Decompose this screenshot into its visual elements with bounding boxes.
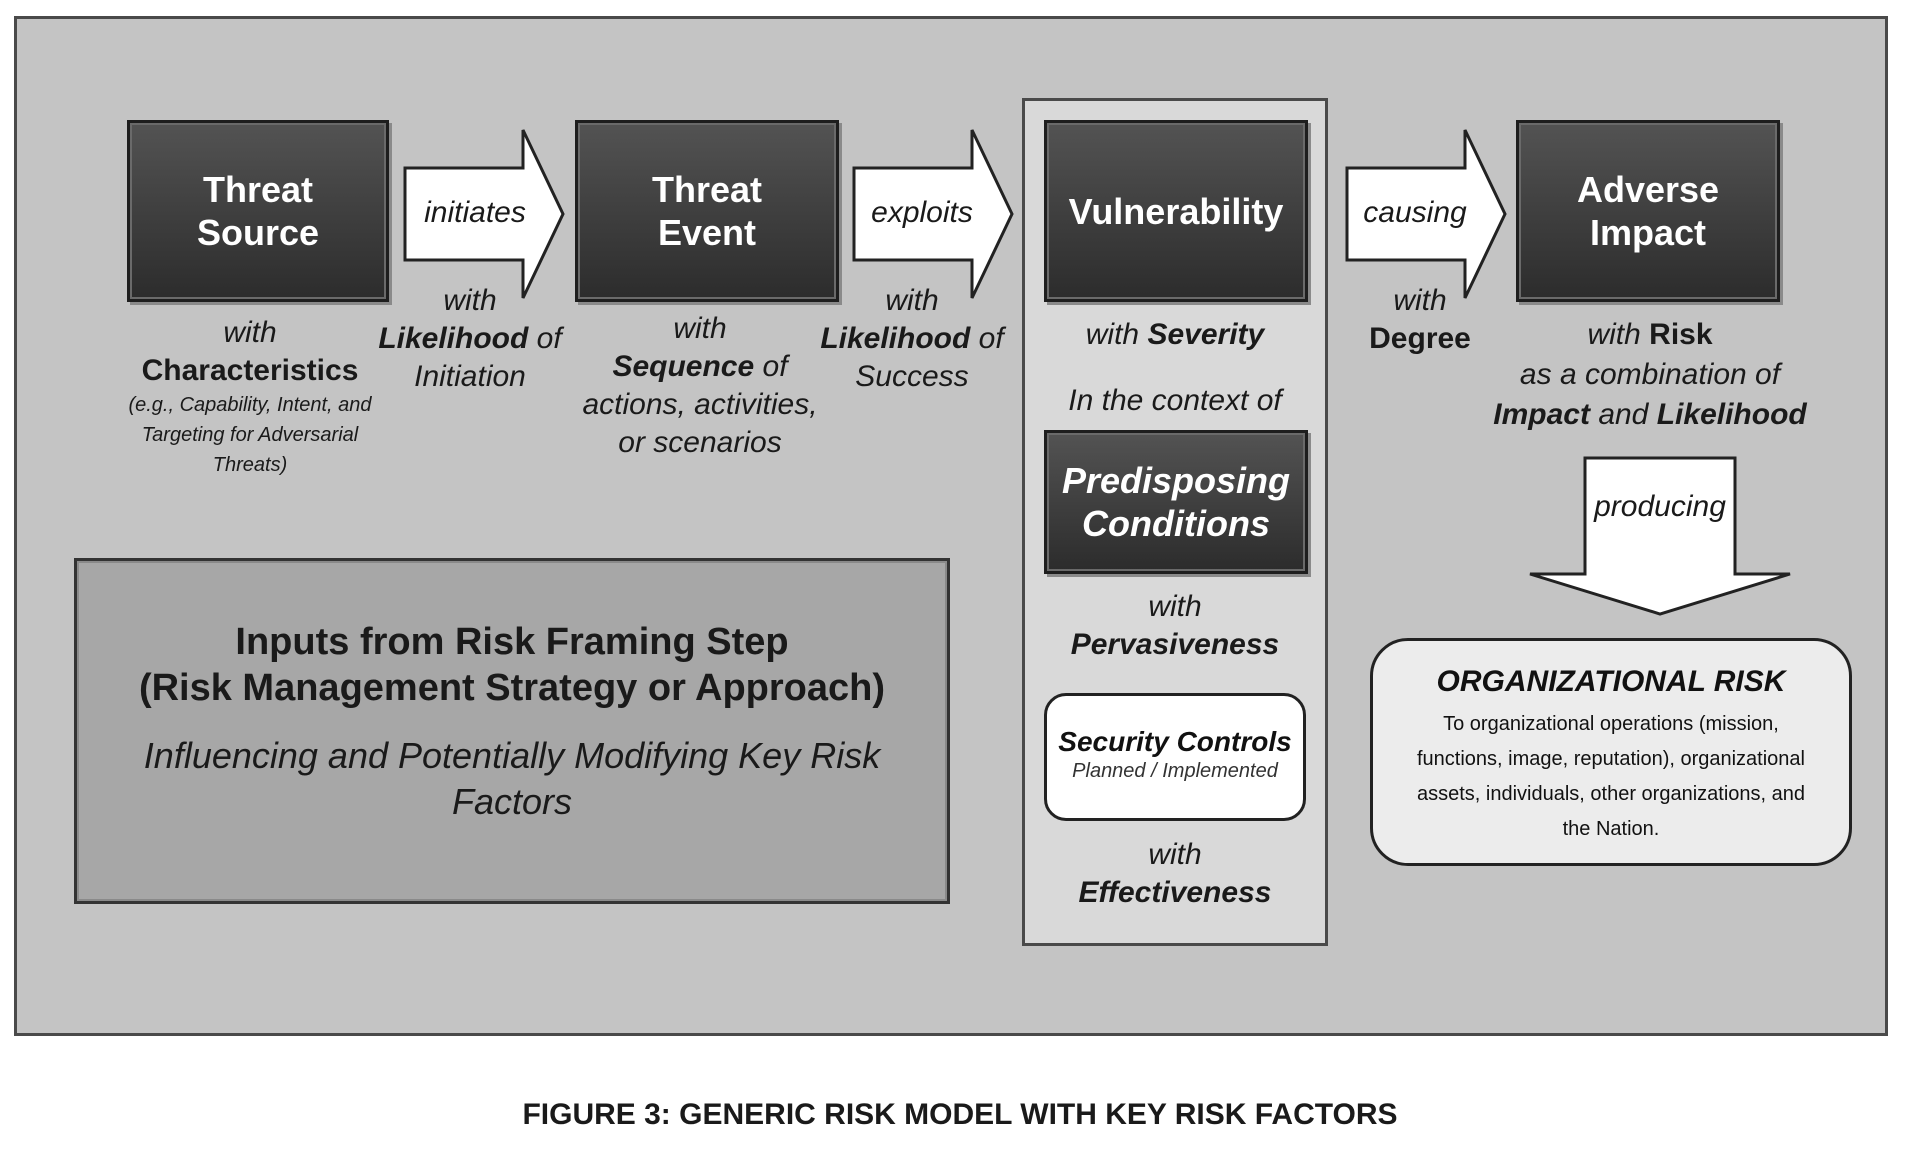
- producing-label: producing: [1594, 490, 1726, 523]
- risk-line2: as a combination of: [1519, 358, 1781, 391]
- inputs-title1: Inputs from Risk Framing Step: [235, 621, 789, 663]
- degree-caption: with Degree: [1330, 282, 1510, 358]
- risk-impact: Impact: [1493, 398, 1590, 431]
- predisposing-line1: Predisposing: [1061, 460, 1291, 501]
- severity-bold: Severity: [1147, 318, 1265, 351]
- pervasiveness-bold: Pervasiveness: [1070, 628, 1280, 661]
- producing-arrow: [1529, 456, 1791, 616]
- inputs-box: Inputs from Risk Framing Step (Risk Mana…: [74, 558, 950, 904]
- threat-source-line1: Threat: [202, 169, 313, 210]
- risk-with: with: [1587, 318, 1641, 351]
- source-detail1: (e.g., Capability, Intent, and: [128, 394, 372, 416]
- pervasiveness-with: with: [1148, 590, 1202, 623]
- security-controls-title: Security Controls: [1058, 726, 1292, 757]
- success-rest: Success: [855, 360, 969, 393]
- org-risk-title: ORGANIZATIONAL RISK: [1436, 665, 1786, 698]
- source-detail2: Targeting for Adversarial: [141, 424, 359, 446]
- org-risk-text: To organizational operations (mission, f…: [1416, 713, 1805, 840]
- initiation-with: with: [443, 284, 497, 317]
- risk-caption: with Risk as a combination of Impact and…: [1470, 316, 1830, 434]
- initiation-caption: with Likelihood of Initiation: [370, 282, 570, 396]
- success-likelihood: Likelihood: [820, 322, 971, 355]
- initiation-of: of: [536, 322, 562, 355]
- causing-arrow: [1345, 129, 1507, 299]
- pervasiveness-caption: with Pervasiveness: [1030, 588, 1320, 664]
- organizational-risk-box: ORGANIZATIONAL RISK To organizational op…: [1370, 638, 1852, 866]
- success-of: of: [978, 322, 1004, 355]
- source-detail3: Threats): [212, 454, 288, 476]
- inputs-title2: (Risk Management Strategy or Approach): [138, 667, 886, 709]
- adverse-impact-line2: Impact: [1589, 212, 1707, 253]
- security-controls-subtitle: Planned / Implemented: [1072, 760, 1278, 782]
- event-with: with: [673, 312, 727, 345]
- event-line3: actions, activities,: [582, 388, 818, 421]
- exploits-label: exploits: [871, 196, 973, 229]
- success-caption: with Likelihood of Success: [812, 282, 1012, 396]
- figure-caption: FIGURE 3: GENERIC RISK MODEL WITH KEY RI…: [522, 1098, 1398, 1131]
- initiates-arrow: [403, 129, 565, 299]
- effectiveness-with: with: [1148, 838, 1202, 871]
- event-caption: with Sequence of actions, activities, or…: [560, 310, 840, 462]
- initiation-rest: Initiation: [414, 360, 526, 393]
- threat-event-line1: Threat: [651, 169, 763, 210]
- event-of: of: [762, 350, 788, 383]
- risk-bold: Risk: [1649, 318, 1713, 351]
- causing-label: causing: [1363, 196, 1467, 229]
- source-with: with: [223, 316, 277, 349]
- security-controls-box: Security Controls Planned / Implemented: [1044, 693, 1306, 821]
- exploits-arrow: [852, 129, 1014, 299]
- initiation-likelihood: Likelihood: [378, 322, 529, 355]
- severity-with: with: [1085, 318, 1140, 351]
- success-with: with: [885, 284, 939, 317]
- effectiveness-caption: with Effectiveness: [1030, 836, 1320, 912]
- context-caption: In the context of: [1068, 384, 1282, 417]
- inputs-subtitle: Influencing and Potentially Modifying Ke…: [143, 735, 881, 822]
- event-line4: or scenarios: [618, 426, 782, 459]
- threat-event-line2: Event: [657, 212, 757, 253]
- severity-caption: with Severity: [1030, 316, 1320, 354]
- predisposing-line2: Conditions: [1082, 503, 1270, 544]
- degree-with: with: [1393, 284, 1447, 317]
- risk-and: and: [1598, 398, 1649, 431]
- vulnerability-box: Vulnerability: [1044, 120, 1308, 302]
- vulnerability-label: Vulnerability: [1068, 190, 1284, 232]
- degree-bold: Degree: [1369, 322, 1471, 355]
- event-sequence: Sequence: [612, 350, 755, 383]
- adverse-impact-line1: Adverse: [1576, 169, 1720, 210]
- source-caption: with Characteristics (e.g., Capability, …: [90, 314, 410, 480]
- source-characteristics: Characteristics: [141, 354, 359, 387]
- threat-source-line2: Source: [196, 212, 320, 253]
- initiates-label: initiates: [424, 196, 526, 229]
- risk-likelihood: Likelihood: [1656, 398, 1807, 431]
- effectiveness-bold: Effectiveness: [1078, 876, 1272, 909]
